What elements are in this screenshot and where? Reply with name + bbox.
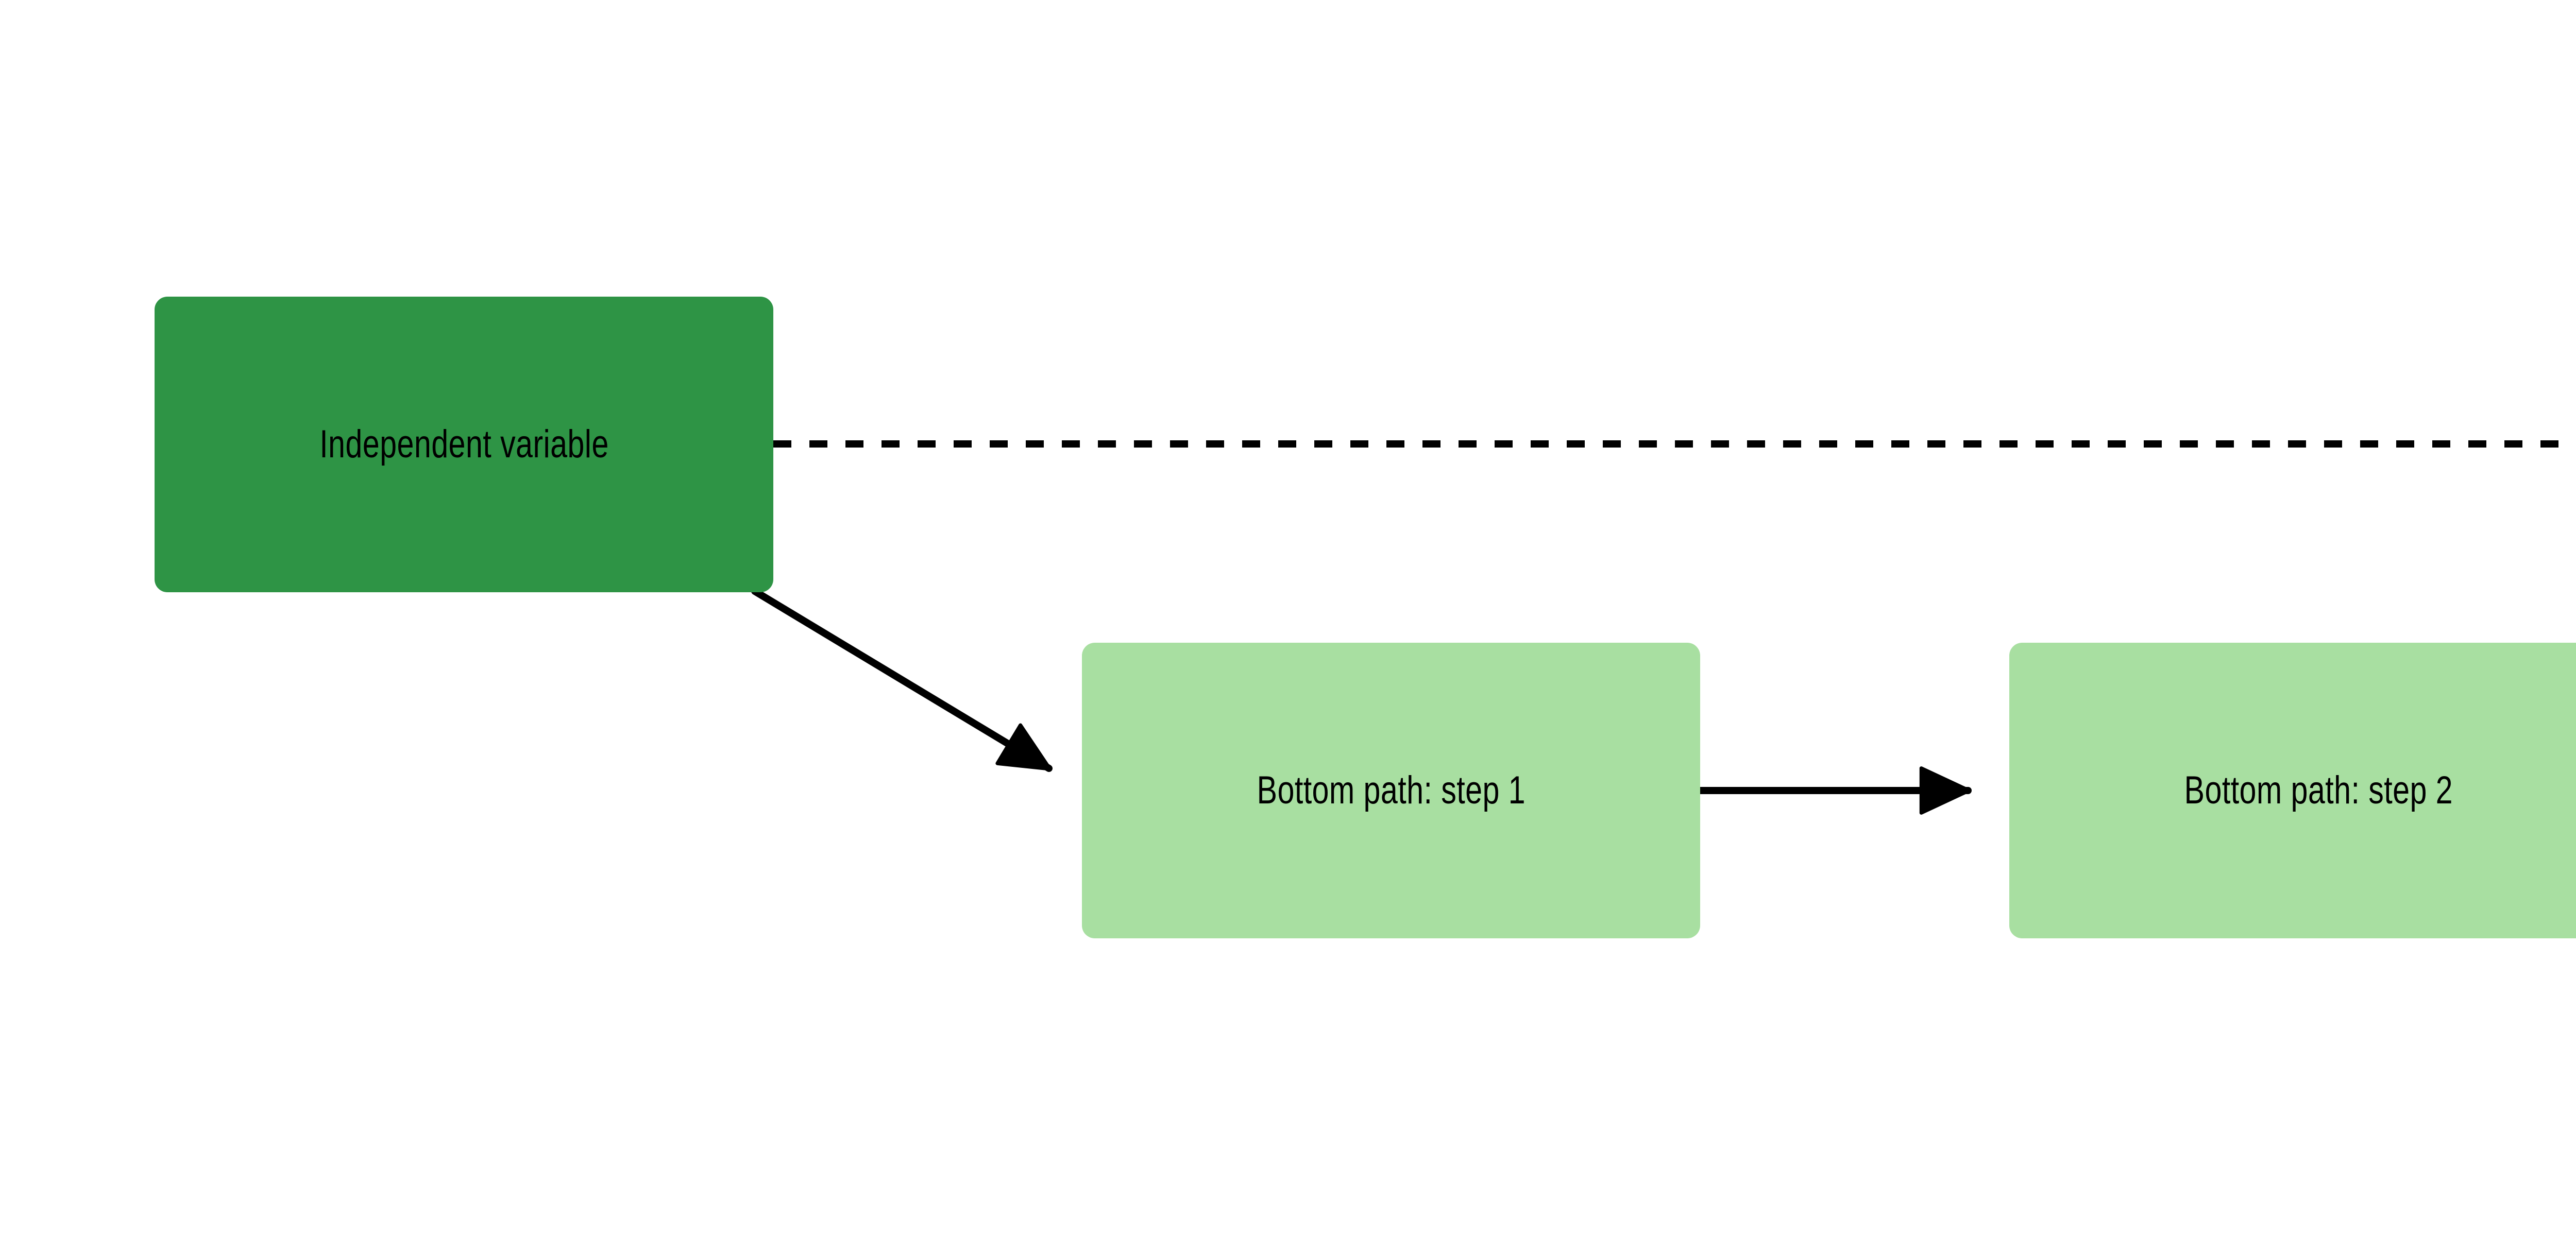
node-bottom-path-step-1[interactable]: Bottom path: step 1 bbox=[1082, 643, 1700, 938]
node-independent-variable-label: Independent variable bbox=[319, 422, 609, 467]
node-bottom-path-step-2-label: Bottom path: step 2 bbox=[2184, 768, 2453, 813]
node-independent-variable[interactable]: Independent variable bbox=[155, 297, 773, 592]
node-bottom-path-step-1-label: Bottom path: step 1 bbox=[1257, 768, 1526, 813]
edge-independent-to-step1 bbox=[751, 588, 1053, 772]
node-bottom-path-step-2[interactable]: Bottom path: step 2 bbox=[2009, 643, 2576, 938]
